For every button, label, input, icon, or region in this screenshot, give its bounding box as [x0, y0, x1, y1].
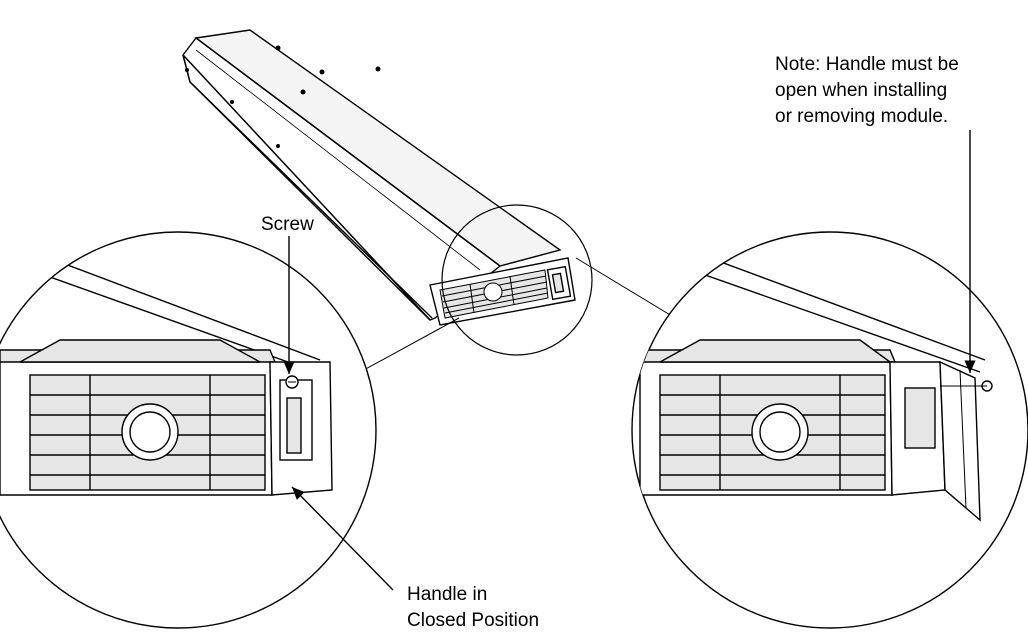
handle-closed-arrow	[291, 486, 394, 591]
power-module-overview	[182, 29, 576, 326]
label-handle-closed-line1: Handle in	[407, 584, 487, 605]
detail-handle-open	[631, 231, 1028, 629]
label-handle-closed-line2: Closed Position	[407, 610, 539, 631]
label-note-line3: or removing module.	[775, 106, 948, 127]
detail-circle-top	[441, 204, 593, 356]
detail-handle-closed	[0, 231, 377, 629]
label-screw: Screw	[261, 214, 314, 235]
label-note-line2: open when installing	[775, 80, 947, 101]
label-note-line1: Note: Handle must be	[775, 54, 959, 75]
